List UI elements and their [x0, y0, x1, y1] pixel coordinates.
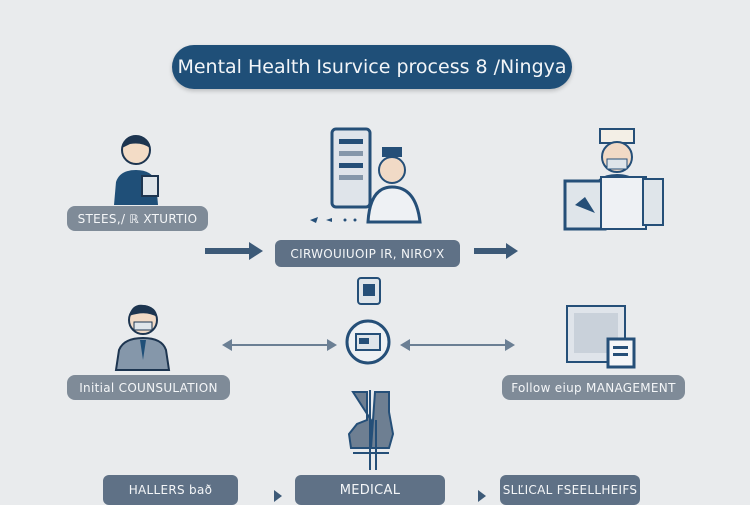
diagram-title: Mental Health Isurvice process 8 /Ningya [172, 45, 572, 89]
doctor-with-records-icon [330, 127, 422, 224]
arrow-icon [310, 217, 357, 223]
person-with-phone-icon [114, 135, 159, 205]
device-icon [357, 277, 381, 305]
step-label-initial-consultation: Initial COUNSULATION [67, 375, 230, 400]
double-arrow-left [222, 339, 337, 351]
arrow-right-2 [474, 243, 518, 259]
clinic-circle-icon [345, 319, 391, 365]
step-label-bottom-left: HALLERS bað [103, 475, 238, 505]
step-label-follow-up: Follow eiup MANAGEMENT [502, 375, 685, 400]
step-label-bottom-right: SLĽICAL FSEELLHEIFS [500, 475, 640, 505]
person-with-mask-icon [114, 304, 171, 371]
step-label-top-center: CIRWOUIUOIP IR, NIRO'X [275, 240, 460, 267]
arrow-bottom-2 [478, 490, 486, 502]
step-label-medical: MEDICAL [295, 475, 445, 505]
document-frame-icon [566, 305, 636, 369]
arrow-bottom-1 [274, 490, 282, 502]
step-label-top-left: STEES,/ ℝ XTURTIO [67, 206, 208, 231]
doctor-with-screens-icon [563, 128, 664, 231]
double-arrow-right [400, 339, 515, 351]
medical-device-icon [347, 390, 395, 470]
arrow-right-1 [205, 242, 263, 260]
